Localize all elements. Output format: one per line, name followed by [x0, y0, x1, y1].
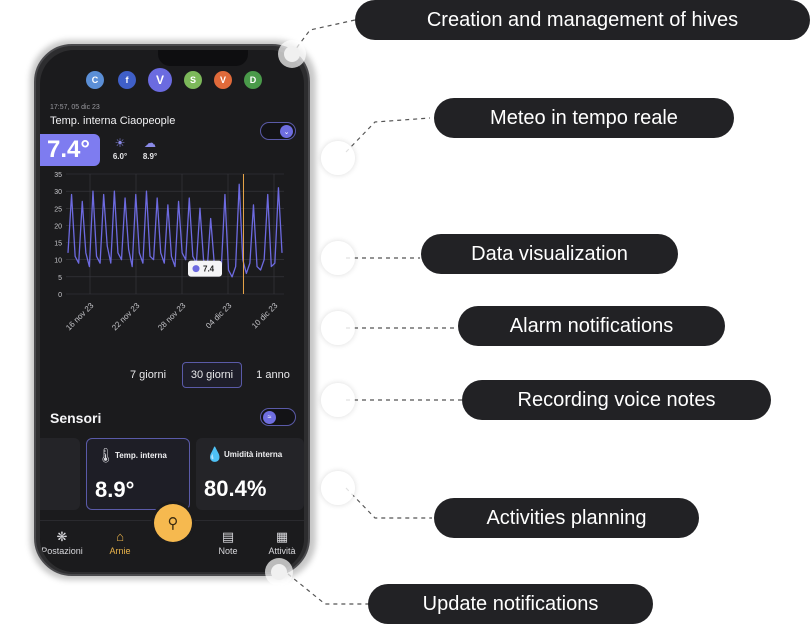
- chart-toggle[interactable]: ⌄: [260, 122, 296, 140]
- current-temperature: 7.4°: [40, 134, 100, 166]
- nav-item-note[interactable]: ▤ Note: [200, 529, 256, 556]
- wifi-icon: ≈: [263, 411, 276, 424]
- y-tick-label: 10: [54, 258, 62, 265]
- x-tick-label: 16 nov 23: [64, 301, 96, 333]
- y-tick-label: 0: [58, 292, 62, 299]
- note-icon: ▤: [221, 529, 235, 544]
- y-tick-label: 15: [54, 241, 62, 248]
- callout-marker: [321, 241, 355, 275]
- callout-update-notifications: Update notifications: [368, 584, 653, 624]
- weather-night: ☁ 8.9°: [136, 136, 164, 161]
- callout-marker: [321, 383, 355, 417]
- temperature-chart[interactable]: 35 30 25 20 15 10 5 016 nov 23 22 nov 23 28 nov 2…: [40, 168, 304, 358]
- sensors-heading: Sensori: [50, 410, 102, 426]
- sensor-card-temp[interactable]: 🌡 Temp. interna 8.9°: [86, 438, 190, 510]
- hive-avatar[interactable]: V: [214, 71, 232, 89]
- x-tick-label: 22 nov 23: [110, 301, 142, 333]
- nav-item-attivita[interactable]: ▦ Attività: [254, 529, 304, 556]
- sensor-card-label: Temp. interna: [115, 451, 167, 460]
- hive-avatar[interactable]: f: [118, 71, 136, 89]
- sun-cloud-icon: ☀: [114, 136, 126, 150]
- weather-night-value: 8.9°: [142, 152, 158, 161]
- callout-marker: [284, 46, 300, 62]
- callout-marker: [271, 564, 287, 580]
- chart-tooltip-dot: [192, 265, 200, 273]
- temperature-series-line: [67, 183, 283, 278]
- hive-avatar-selected[interactable]: V: [148, 68, 172, 92]
- search-icon: ⚲: [167, 515, 179, 532]
- sensor-card-value: 80.4%: [204, 476, 267, 501]
- callout-data-visualization: Data visualization: [421, 234, 678, 274]
- nav-item-postazioni[interactable]: ❋ Postazioni: [40, 529, 90, 556]
- y-tick-label: 35: [54, 172, 62, 179]
- moon-cloud-icon: ☁: [144, 136, 156, 150]
- camera-notch: [158, 50, 248, 66]
- bee-icon: ❋: [56, 529, 68, 544]
- nav-label: Note: [218, 546, 238, 556]
- range-button-1-year[interactable]: 1 anno: [256, 369, 290, 381]
- range-button-30-days[interactable]: 30 giorni: [182, 362, 242, 388]
- sensor-title: Temp. interna Ciaopeople: [50, 115, 176, 127]
- droplet-icon: 💧: [206, 446, 224, 462]
- callout-activities-planning: Activities planning: [434, 498, 699, 538]
- callout-marker: [321, 471, 355, 505]
- hive-selector: C f V S V D: [40, 68, 304, 94]
- hive-avatar[interactable]: C: [86, 71, 104, 89]
- chevron-down-icon: ⌄: [280, 125, 293, 138]
- callout-weather: Meteo in tempo reale: [434, 98, 734, 138]
- y-tick-label: 25: [54, 206, 62, 213]
- nav-item-arnie[interactable]: ⌂ Arnie: [92, 529, 148, 556]
- sensor-card-label: Umidità interna: [224, 450, 283, 459]
- y-tick-label: 20: [54, 223, 62, 230]
- x-tick-label: 10 dic 23: [250, 301, 280, 331]
- search-fab-button[interactable]: ⚲: [154, 504, 192, 542]
- sensor-card-partial[interactable]: [40, 438, 80, 510]
- calendar-icon: ▦: [275, 529, 289, 544]
- app-screen: C f V S V D 17:57, 05 dic 23 Temp. inter…: [40, 50, 304, 572]
- hive-icon: ⌂: [116, 529, 124, 544]
- callout-marker: [321, 141, 355, 175]
- nav-label: Attività: [268, 546, 296, 556]
- callout-alarm-notifications: Alarm notifications: [458, 306, 725, 346]
- callout-marker: [321, 311, 355, 345]
- chart-tooltip-value: 7.4: [203, 265, 215, 274]
- sensor-card-humidity[interactable]: 💧 Umidità interna 80.4%: [196, 438, 304, 510]
- x-tick-label: 28 nov 23: [156, 301, 188, 333]
- y-tick-label: 5: [58, 275, 62, 282]
- hive-avatar[interactable]: D: [244, 71, 262, 89]
- nav-label: Postazioni: [41, 546, 83, 556]
- chart-tooltip: [188, 260, 222, 277]
- x-tick-label: 04 dic 23: [204, 301, 234, 331]
- range-button-7-days[interactable]: 7 giorni: [129, 369, 167, 381]
- last-update-timestamp: 17:57, 05 dic 23: [50, 104, 100, 111]
- callout-voice-notes: Recording voice notes: [462, 380, 771, 420]
- nav-label: Arnie: [109, 546, 131, 556]
- callout-hive-management: Creation and management of hives: [355, 0, 810, 40]
- thermometer-icon: 🌡: [97, 447, 115, 463]
- y-tick-label: 30: [54, 189, 62, 196]
- sensor-card-value: 8.9°: [95, 477, 135, 502]
- weather-now: ☀ 6.0°: [106, 136, 134, 161]
- phone-frame: C f V S V D 17:57, 05 dic 23 Temp. inter…: [34, 44, 310, 576]
- weather-now-value: 6.0°: [112, 152, 128, 161]
- hive-avatar[interactable]: S: [184, 71, 202, 89]
- sensors-toggle[interactable]: ≈: [260, 408, 296, 426]
